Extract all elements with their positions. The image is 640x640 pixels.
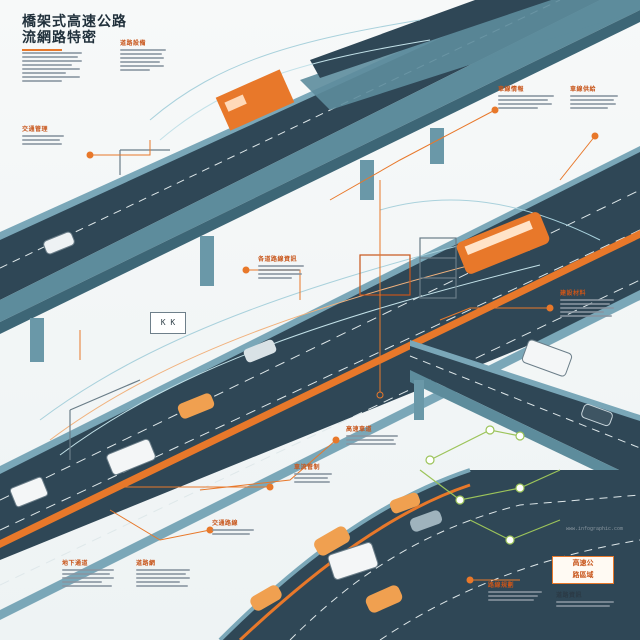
white-van-right — [521, 339, 573, 377]
label-text-lines — [22, 52, 84, 82]
label-caption: 高速車道 — [346, 427, 373, 433]
orange-car-bottom-2 — [250, 585, 282, 611]
label-left-middle: 交通管理 — [22, 124, 66, 147]
region-badge-text: 高速公 路區域 — [572, 559, 594, 579]
label-text-lines — [22, 135, 66, 145]
orange-car-bottom-3 — [365, 585, 403, 613]
label-center-lower: 高速車道 — [346, 424, 400, 447]
white-car — [43, 231, 75, 255]
title-accent-bar — [22, 49, 62, 51]
road-sign: K K — [150, 312, 186, 334]
label-text-lines — [498, 95, 556, 109]
white-bus-bottom — [327, 542, 379, 580]
grey-car-bottom — [409, 510, 443, 532]
callout-lines — [79, 106, 599, 584]
label-caption: 道路資訊 — [556, 593, 583, 599]
right-overpass — [409, 340, 640, 492]
label-text-lines — [488, 591, 544, 601]
orange-truck-top — [215, 69, 295, 131]
route-network — [419, 425, 561, 545]
dark-car-right — [581, 403, 613, 427]
white-truck-left — [9, 476, 49, 508]
label-caption: 各道路線資訊 — [258, 257, 298, 263]
top-bridge-deck — [300, 0, 640, 110]
label-top-center: 道路設備 — [120, 38, 168, 73]
label-right-top-1: 車線情報 — [498, 84, 556, 111]
label-left-intro — [22, 50, 84, 84]
orange-car — [177, 393, 215, 419]
label-caption: 車線供給 — [570, 87, 597, 93]
label-caption: 路線規劃 — [488, 583, 515, 589]
label-caption: 車線情報 — [498, 87, 525, 93]
gantry-structures — [69, 149, 457, 460]
label-caption: 道路設備 — [120, 41, 147, 47]
label-caption: 交通路線 — [212, 521, 239, 527]
white-van — [106, 438, 156, 476]
label-lower-middle: 交通路線 — [212, 518, 256, 537]
label-text-lines — [346, 435, 400, 445]
page-title: 橋架式高速公路 流網路特密 — [22, 14, 162, 51]
label-caption: 道路網 — [136, 561, 156, 567]
label-caption: 建設材料 — [560, 291, 587, 297]
orange-car-bottom-4 — [389, 492, 421, 514]
curved-road — [218, 468, 640, 640]
label-right-middle: 建設材料 — [560, 288, 616, 319]
vehicles — [9, 69, 613, 613]
label-caption: 車流管制 — [294, 465, 321, 471]
label-text-lines — [560, 299, 616, 317]
label-text-lines — [258, 265, 306, 279]
label-text-lines — [136, 569, 192, 587]
region-badge: 高速公 路區域 — [552, 556, 614, 584]
label-text-lines — [120, 49, 168, 71]
orange-car-bottom-1 — [314, 526, 350, 556]
label-caption: 地下通道 — [62, 561, 89, 567]
label-text-lines — [294, 473, 334, 483]
grey-car — [243, 339, 277, 363]
label-caption: 交通管理 — [22, 127, 49, 133]
orange-bus — [456, 212, 550, 274]
label-bottom-left-2: 道路網 — [136, 558, 192, 589]
label-text-lines — [212, 529, 256, 535]
label-center: 各道路線資訊 — [258, 254, 306, 281]
label-text-lines — [62, 569, 116, 587]
source-url: www.infographic.com — [566, 526, 624, 532]
title-text: 橋架式高速公路 流網路特密 — [22, 14, 127, 46]
label-bottom-right-1: 路線規劃 — [488, 580, 544, 603]
label-center-lower-2: 車流管制 — [294, 462, 334, 485]
label-text-lines — [570, 95, 620, 109]
label-bottom-right-2: 道路資訊 — [556, 590, 616, 609]
label-bottom-left: 地下通道 — [62, 558, 116, 589]
label-right-top-2: 車線供給 — [570, 84, 620, 111]
label-text-lines — [556, 601, 616, 607]
